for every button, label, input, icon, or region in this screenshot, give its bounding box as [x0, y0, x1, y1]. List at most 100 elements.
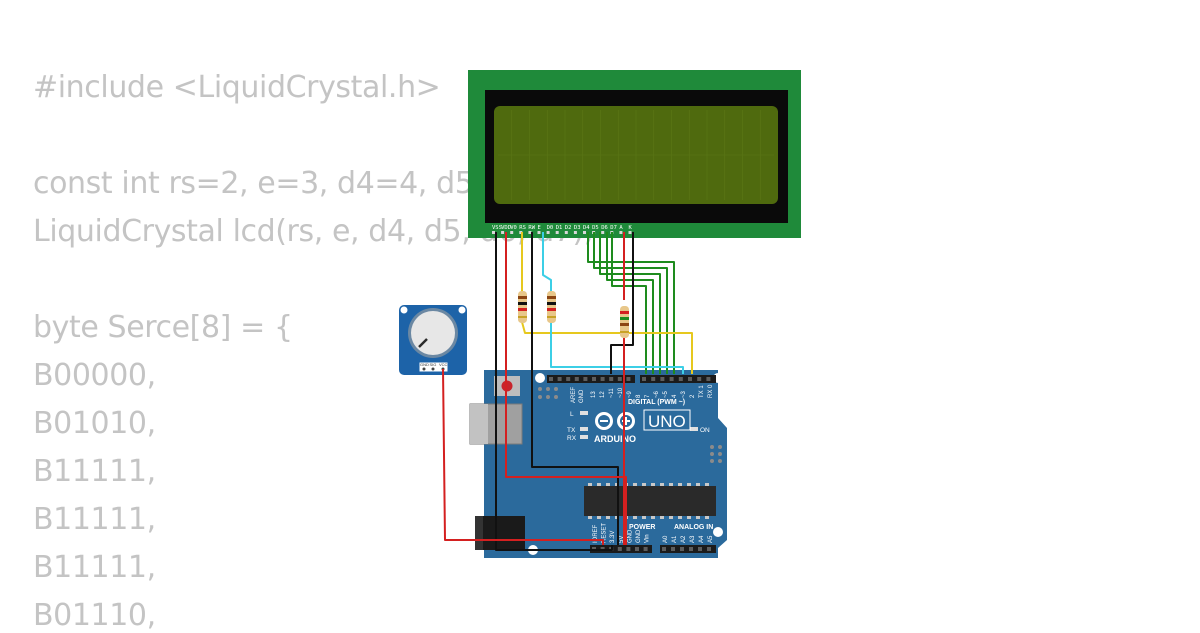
- chip-leg: [660, 483, 664, 486]
- lcd-pin: [501, 231, 505, 234]
- rx-label: RX: [567, 435, 577, 442]
- code-line: B11111,: [33, 550, 156, 585]
- chip-leg: [588, 483, 592, 486]
- wire-e-to-pin: [550, 322, 684, 374]
- pot-pin-label: SIG: [430, 362, 437, 367]
- lcd-pin: [619, 231, 623, 234]
- wire-d7b: [611, 232, 647, 374]
- wire-d7: [606, 232, 654, 374]
- pin-label: ~3: [681, 390, 687, 398]
- chip-leg: [606, 483, 610, 486]
- chip-leg: [678, 516, 682, 519]
- pin-label: 12: [600, 391, 606, 398]
- chip-leg: [687, 516, 691, 519]
- rx-led: [580, 435, 588, 439]
- on-label: ON: [700, 427, 710, 434]
- pin-label: RESET: [602, 523, 608, 543]
- header-pin: [592, 377, 596, 381]
- chip-leg: [669, 516, 673, 519]
- header-pin: [609, 377, 614, 381]
- pin-label: A4: [699, 535, 705, 543]
- uno-badge: [643, 409, 691, 431]
- lcd-pin-label: E: [538, 225, 541, 231]
- aref-label: AREF: [571, 387, 577, 403]
- pin-label: A2: [681, 535, 687, 543]
- lcd-pin: [510, 231, 514, 234]
- lcd-pin-label: VDD: [501, 225, 511, 231]
- pin-label: ~9: [627, 390, 633, 398]
- header-pin: [669, 377, 674, 381]
- pin-label: A5: [708, 535, 714, 543]
- chip-leg: [678, 483, 682, 486]
- chip-leg: [705, 483, 709, 486]
- pin-label: ~6: [654, 390, 660, 398]
- atmega-chip: [584, 486, 716, 516]
- header-pin: [574, 377, 579, 381]
- pin-label: 5V: [619, 536, 625, 543]
- header-pin: [662, 547, 666, 551]
- tx-label: TX: [567, 427, 576, 434]
- chip-leg: [696, 516, 700, 519]
- lcd-pin-label: VSS: [492, 225, 502, 231]
- pin-label: 7: [645, 394, 651, 398]
- pin-label: 8: [636, 394, 642, 398]
- digital-header-high: [547, 375, 635, 383]
- chip-leg: [696, 483, 700, 486]
- lcd-character-grid: [498, 110, 774, 200]
- lcd-pin: [519, 231, 523, 234]
- chip-leg: [633, 516, 637, 519]
- pin-label: RX 0: [708, 384, 714, 398]
- header-pin: [643, 547, 648, 551]
- pin-label: TX 1: [699, 385, 705, 398]
- pot-pin-label: GND: [420, 362, 429, 367]
- header-pin: [626, 377, 631, 381]
- header-pin: [557, 377, 562, 381]
- chip-leg: [642, 516, 646, 519]
- wire-pot-vcc: [442, 368, 604, 545]
- pin-label: A1: [672, 535, 678, 543]
- header-pin: [600, 377, 605, 381]
- chip-leg: [669, 483, 673, 486]
- wire-d5: [593, 232, 668, 374]
- code-listing: #include <LiquidCrystal.h> const int rs=…: [33, 0, 1200, 633]
- power-jack: [475, 516, 525, 550]
- wire-vss-gnd: [495, 232, 613, 551]
- chip-leg: [705, 516, 709, 519]
- pot-pin-block: [418, 361, 449, 373]
- power-jack-edge: [475, 516, 483, 550]
- header-pin: [583, 377, 588, 381]
- code-line: LiquidCrystal lcd(rs, e, d4, d5, d6, d7)…: [33, 214, 594, 249]
- mounting-hole: [458, 306, 466, 314]
- lcd-pin: [528, 231, 532, 234]
- pin-label: A3: [690, 535, 696, 543]
- header-pin: [660, 377, 665, 381]
- lcd-pin-label: D3: [574, 225, 581, 231]
- header-pin: [698, 547, 702, 551]
- lcd-pin-label: K: [629, 225, 633, 231]
- lcd-pin-label: RW: [528, 225, 535, 231]
- usb-port-face: [470, 404, 488, 444]
- lcd-pin-label: D6: [601, 225, 608, 231]
- icsp-header-small: [538, 387, 558, 399]
- code-line: #include <LiquidCrystal.h>: [33, 70, 441, 105]
- header-pin-holes: [549, 377, 711, 551]
- pin-label: 4: [672, 394, 678, 398]
- arduino-logo: [595, 412, 635, 430]
- code-line: byte Serce[8] = {: [33, 310, 293, 345]
- mounting-hole: [535, 373, 545, 383]
- chip-leg: [660, 516, 664, 519]
- code-line: B01110,: [33, 598, 156, 633]
- resistor: [620, 306, 629, 338]
- header-pin: [688, 377, 692, 381]
- wire-d6: [599, 232, 661, 374]
- header-pin: [678, 377, 683, 381]
- chip-leg: [642, 483, 646, 486]
- lcd-pin-label: D1: [556, 225, 563, 231]
- wire-rw-gnd: [531, 232, 619, 545]
- wire-d4: [587, 232, 675, 374]
- lcd-pin: [601, 231, 605, 234]
- pot-knob[interactable]: [411, 311, 455, 355]
